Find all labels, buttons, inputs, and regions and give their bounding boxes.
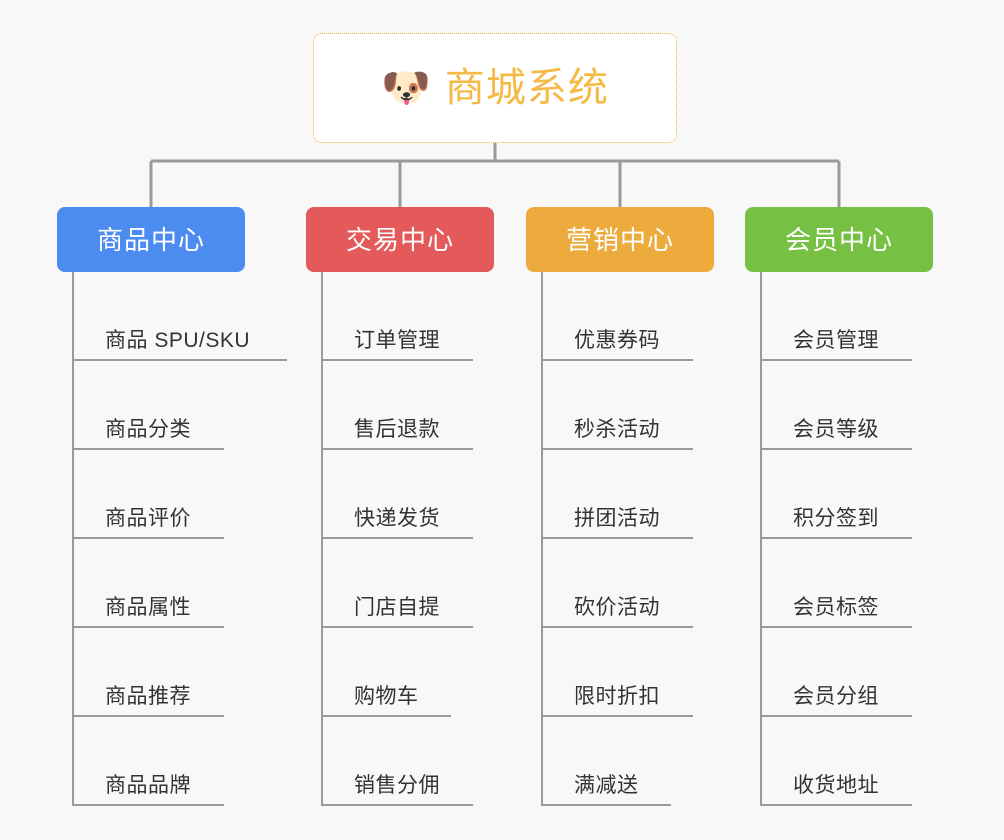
leaf-label: 售后退款 [354, 418, 440, 441]
leaf-label: 商品 SPU/SKU [105, 329, 251, 352]
leaf-list-product-center: 商品 SPU/SKU 商品分类商品评价商品属性商品推荐商品品牌 [57, 272, 287, 806]
leaf-underline [760, 715, 912, 717]
root-title: 商城系统 [444, 66, 609, 110]
leaf-item[interactable]: 商品推荐 [57, 628, 245, 717]
leaf-underline [760, 626, 912, 628]
leaf-label: 会员标签 [793, 596, 879, 619]
leaf-underline [321, 804, 473, 806]
category-label: 会员中心 [784, 224, 893, 255]
leaf-item[interactable]: 会员分组 [745, 628, 933, 717]
leaf-list-member-center: 会员管理会员等级积分签到会员标签会员分组收货地址 [745, 272, 933, 806]
leaf-item[interactable]: 购物车 [306, 628, 494, 717]
leaf-underline [72, 359, 287, 361]
shiba-dog-face-icon: 🐶 [381, 66, 431, 110]
category-label: 营销中心 [565, 224, 674, 255]
leaf-label: 秒杀活动 [574, 418, 660, 441]
leaf-item[interactable]: 会员管理 [745, 272, 933, 361]
leaf-underline [72, 804, 224, 806]
leaf-label: 快递发货 [354, 507, 440, 530]
leaf-label: 商品属性 [105, 596, 191, 619]
leaf-underline [541, 715, 693, 717]
category-label: 交易中心 [345, 224, 454, 255]
leaf-item[interactable]: 商品评价 [57, 450, 245, 539]
category-label: 商品中心 [96, 224, 205, 255]
category-box-product-center[interactable]: 商品中心 [57, 207, 245, 272]
leaf-spine [321, 272, 323, 806]
leaf-underline [541, 537, 693, 539]
leaf-underline [760, 448, 912, 450]
leaf-label: 门店自提 [354, 596, 440, 619]
category-box-marketing-center[interactable]: 营销中心 [526, 207, 714, 272]
leaf-spine [541, 272, 543, 806]
leaf-item[interactable]: 秒杀活动 [526, 361, 714, 450]
category-box-member-center[interactable]: 会员中心 [745, 207, 933, 272]
leaf-label: 拼团活动 [574, 507, 660, 530]
leaf-item[interactable]: 售后退款 [306, 361, 494, 450]
leaf-label: 会员分组 [793, 685, 879, 708]
leaf-item[interactable]: 会员等级 [745, 361, 933, 450]
leaf-underline [321, 537, 473, 539]
leaf-underline [760, 537, 912, 539]
leaf-underline [321, 359, 473, 361]
leaf-item[interactable]: 销售分佣 [306, 717, 494, 806]
leaf-item[interactable]: 商品品牌 [57, 717, 245, 806]
leaf-underline [760, 359, 912, 361]
leaf-item[interactable]: 商品属性 [57, 539, 245, 628]
leaf-label: 商品推荐 [105, 685, 191, 708]
leaf-underline [72, 537, 224, 539]
leaf-underline [321, 448, 473, 450]
leaf-spine [72, 272, 74, 806]
category-column-3: 会员中心会员管理会员等级积分签到会员标签会员分组收货地址 [745, 207, 933, 806]
leaf-label: 会员管理 [793, 329, 879, 352]
leaf-label: 订单管理 [354, 329, 440, 352]
leaf-item[interactable]: 会员标签 [745, 539, 933, 628]
leaf-label: 购物车 [354, 685, 419, 708]
leaf-label: 商品分类 [105, 418, 191, 441]
leaf-label: 商品评价 [105, 507, 191, 530]
leaf-list-trade-center: 订单管理售后退款快递发货门店自提购物车销售分佣 [306, 272, 494, 806]
leaf-underline [321, 626, 473, 628]
leaf-underline [321, 715, 451, 717]
category-column-2: 营销中心优惠券码秒杀活动拼团活动砍价活动限时折扣满减送 [526, 207, 714, 806]
leaf-label: 满减送 [574, 774, 639, 797]
leaf-item[interactable]: 积分签到 [745, 450, 933, 539]
leaf-item[interactable]: 门店自提 [306, 539, 494, 628]
leaf-item[interactable]: 拼团活动 [526, 450, 714, 539]
leaf-item[interactable]: 订单管理 [306, 272, 494, 361]
leaf-underline [541, 626, 693, 628]
leaf-underline [760, 804, 912, 806]
leaf-item[interactable]: 砍价活动 [526, 539, 714, 628]
leaf-underline [72, 626, 224, 628]
leaf-label: 商品品牌 [105, 774, 191, 797]
leaf-item[interactable]: 快递发货 [306, 450, 494, 539]
leaf-label: 积分签到 [793, 507, 879, 530]
leaf-item[interactable]: 商品 SPU/SKU [57, 272, 287, 361]
leaf-item[interactable]: 商品分类 [57, 361, 245, 450]
leaf-item[interactable]: 收货地址 [745, 717, 933, 806]
leaf-item[interactable]: 满减送 [526, 717, 714, 806]
leaf-item[interactable]: 限时折扣 [526, 628, 714, 717]
leaf-underline [541, 359, 693, 361]
category-column-1: 交易中心订单管理售后退款快递发货门店自提购物车销售分佣 [306, 207, 494, 806]
leaf-label: 会员等级 [793, 418, 879, 441]
leaf-spine [760, 272, 762, 806]
root-node[interactable]: 🐶 商城系统 [313, 33, 677, 143]
leaf-underline [541, 804, 671, 806]
leaf-underline [541, 448, 693, 450]
leaf-label: 收货地址 [793, 774, 879, 797]
leaf-list-marketing-center: 优惠券码秒杀活动拼团活动砍价活动限时折扣满减送 [526, 272, 714, 806]
leaf-label: 限时折扣 [574, 685, 660, 708]
leaf-underline [72, 715, 224, 717]
leaf-label: 销售分佣 [354, 774, 440, 797]
category-column-0: 商品中心商品 SPU/SKU 商品分类商品评价商品属性商品推荐商品品牌 [57, 207, 287, 806]
leaf-item[interactable]: 优惠券码 [526, 272, 714, 361]
category-box-trade-center[interactable]: 交易中心 [306, 207, 494, 272]
leaf-label: 优惠券码 [574, 329, 660, 352]
leaf-label: 砍价活动 [574, 596, 660, 619]
leaf-underline [72, 448, 224, 450]
connector-group [149, 143, 841, 207]
